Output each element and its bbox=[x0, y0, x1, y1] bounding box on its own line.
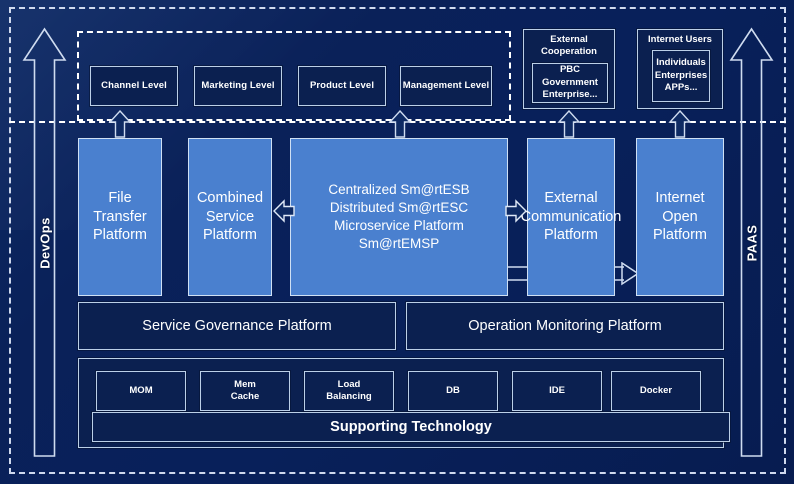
level-box-channel[interactable]: Channel Level bbox=[90, 66, 178, 106]
arrow-esb-to-combined-service bbox=[273, 198, 295, 224]
external-cooperation-title: External Cooperation bbox=[524, 34, 614, 59]
platform-internet-open[interactable]: Internet Open Platform bbox=[636, 138, 724, 296]
platform-internet-open-line3: Platform bbox=[653, 227, 707, 244]
external-cooperation-title-line2: Cooperation bbox=[541, 46, 597, 58]
level-box-product[interactable]: Product Level bbox=[298, 66, 386, 106]
supporting-technology-band-label: Supporting Technology bbox=[330, 419, 492, 435]
platform-esb-line2: Distributed Sm@rtESC bbox=[329, 200, 469, 216]
band-service-governance[interactable]: Service Governance Platform bbox=[78, 302, 396, 350]
platform-esb-line1: Centralized Sm@rtESB bbox=[328, 182, 470, 198]
supporting-item-ide[interactable]: IDE bbox=[512, 371, 602, 411]
external-cooperation-group[interactable]: External Cooperation PBC Government Ente… bbox=[523, 29, 615, 109]
internet-users-title-line1: Internet Users bbox=[648, 34, 712, 45]
up-arrow-internet-open-to-users bbox=[668, 110, 692, 138]
level-label-channel: Channel Level bbox=[101, 80, 167, 92]
platform-file-transfer-line2: Transfer bbox=[93, 208, 147, 225]
supporting-item-load-balancing[interactable]: Load Balancing bbox=[304, 371, 394, 411]
internet-users-inner-line2: Enterprises bbox=[654, 69, 708, 81]
arrow-esb-to-external-communication bbox=[505, 198, 527, 224]
platform-external-communication-line2: Communication bbox=[520, 208, 622, 225]
platform-esb-esc-emsp[interactable]: Centralized Sm@rtESB Distributed Sm@rtES… bbox=[290, 138, 508, 296]
platform-external-communication-line3: Platform bbox=[544, 227, 598, 244]
platform-combined-service-line3: Platform bbox=[203, 227, 257, 244]
external-cooperation-inner-line1: PBC Government bbox=[542, 64, 598, 88]
internet-users-inner-line1: Individuals bbox=[656, 57, 706, 69]
level-label-management: Management Level bbox=[402, 80, 490, 92]
supporting-item-mom[interactable]: MOM bbox=[96, 371, 186, 411]
platform-internet-open-line1: Internet bbox=[655, 190, 705, 207]
level-label-marketing: Marketing Level bbox=[201, 80, 275, 92]
supporting-item-db[interactable]: DB bbox=[408, 371, 498, 411]
up-arrow-esb-to-levels bbox=[388, 110, 412, 138]
platform-combined-service[interactable]: Combined Service Platform bbox=[188, 138, 272, 296]
external-cooperation-inner-line2: Enterprise... bbox=[542, 89, 598, 101]
up-arrow-external-comm-to-cooperation bbox=[557, 110, 581, 138]
business-levels-group bbox=[77, 31, 511, 121]
paas-rail-arrow: PAAS bbox=[729, 27, 774, 458]
supporting-item-load-balancing-line2: Balancing bbox=[326, 391, 372, 402]
supporting-technology-band[interactable]: Supporting Technology bbox=[92, 412, 730, 442]
platform-file-transfer[interactable]: File Transfer Platform bbox=[78, 138, 162, 296]
internet-users-title: Internet Users bbox=[638, 34, 722, 46]
internet-users-group[interactable]: Internet Users Individuals Enterprises A… bbox=[637, 29, 723, 109]
devops-rail-label: DevOps bbox=[37, 216, 52, 269]
level-box-marketing[interactable]: Marketing Level bbox=[194, 66, 282, 106]
platform-file-transfer-line3: Platform bbox=[93, 227, 147, 244]
supporting-item-db-line1: DB bbox=[446, 384, 460, 396]
level-box-management[interactable]: Management Level bbox=[400, 66, 492, 106]
supporting-item-ide-line1: IDE bbox=[549, 384, 565, 396]
supporting-item-docker-line1: Docker bbox=[639, 384, 673, 396]
platform-external-communication-line1: External bbox=[544, 190, 598, 207]
platform-combined-service-line1: Combined bbox=[196, 190, 264, 207]
internet-users-inner-box[interactable]: Individuals Enterprises APPs... bbox=[652, 50, 710, 102]
platform-file-transfer-line1: File bbox=[108, 190, 132, 207]
supporting-item-mem-cache-line2: Cache bbox=[230, 391, 260, 402]
supporting-item-docker[interactable]: Docker bbox=[611, 371, 701, 411]
band-operation-monitoring[interactable]: Operation Monitoring Platform bbox=[406, 302, 724, 350]
paas-rail-label: PAAS bbox=[744, 224, 759, 261]
band-operation-monitoring-label: Operation Monitoring Platform bbox=[468, 318, 662, 334]
platform-combined-service-line2: Service bbox=[205, 208, 255, 225]
band-service-governance-label: Service Governance Platform bbox=[142, 318, 332, 334]
external-cooperation-title-line1: External bbox=[550, 34, 588, 45]
external-cooperation-inner-box[interactable]: PBC Government Enterprise... bbox=[532, 63, 608, 103]
devops-rail-arrow: DevOps bbox=[22, 27, 67, 458]
level-label-product: Product Level bbox=[309, 80, 375, 92]
platform-esb-line3: Microservice Platform Sm@rtEMSP bbox=[334, 218, 464, 251]
supporting-item-load-balancing-line1: Load bbox=[337, 378, 361, 390]
supporting-item-mom-line1: MOM bbox=[129, 384, 153, 396]
platform-internet-open-line2: Open bbox=[662, 208, 698, 225]
supporting-item-mem-cache-line1: Mem bbox=[234, 378, 256, 390]
up-arrow-file-transfer-to-levels bbox=[108, 110, 132, 138]
supporting-item-mem-cache[interactable]: Mem Cache bbox=[200, 371, 290, 411]
diagram-outer-boundary bbox=[9, 7, 786, 474]
platform-external-communication[interactable]: External Communication Platform bbox=[521, 138, 621, 296]
internet-users-inner-line3: APPs... bbox=[664, 82, 698, 94]
